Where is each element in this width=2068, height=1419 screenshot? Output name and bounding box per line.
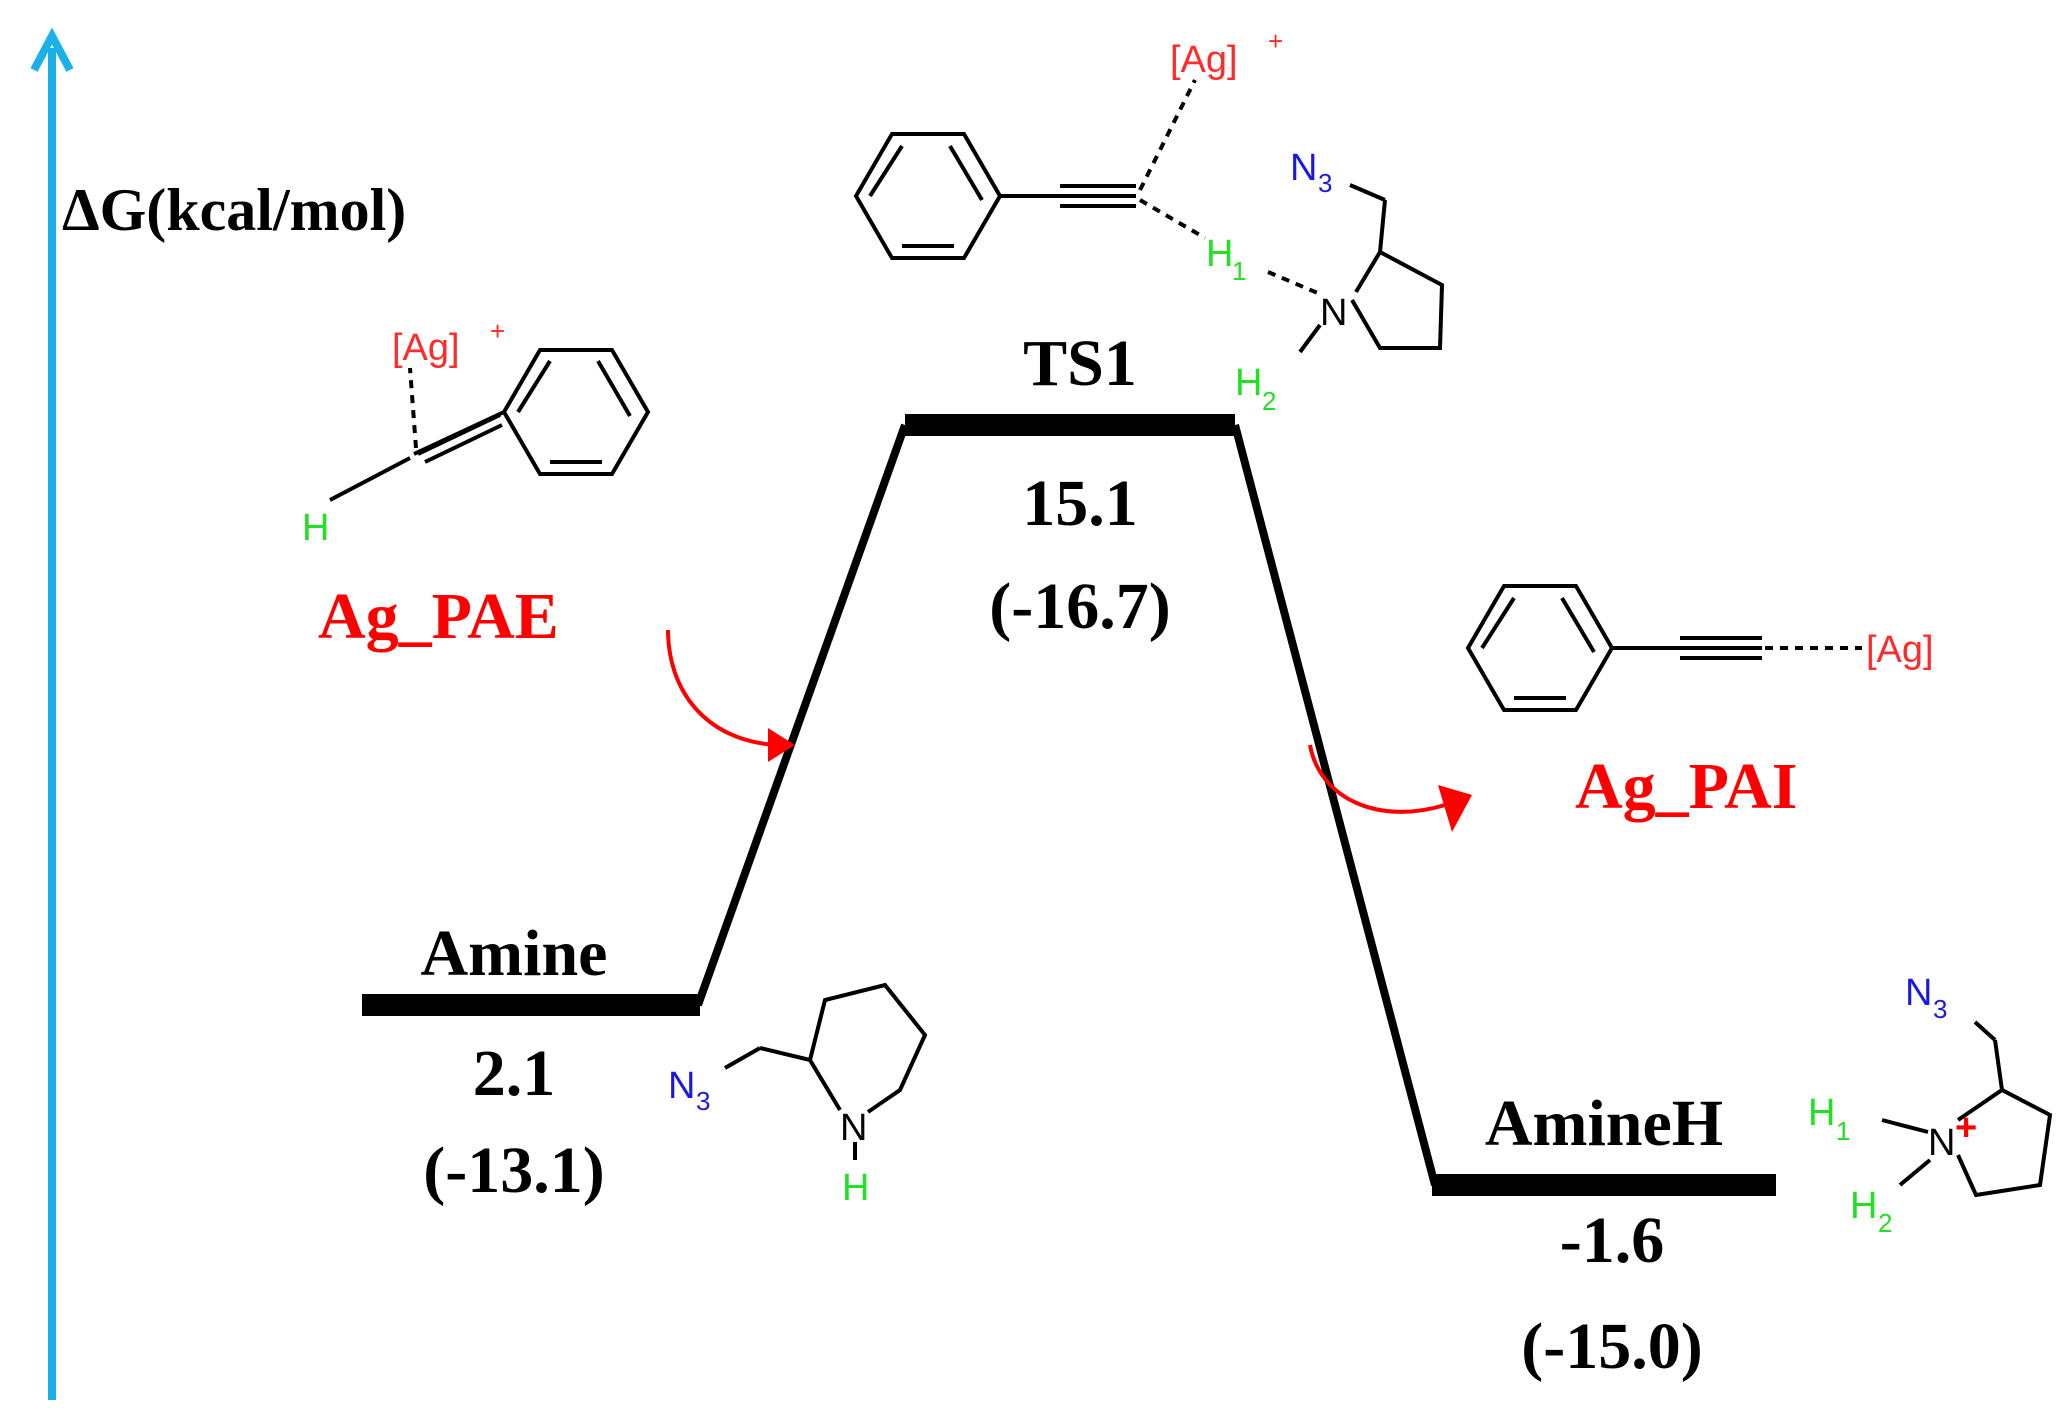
state-energy-ts1: 15.1 [1022,467,1138,540]
structure-ts1: [Ag] + H 1 N N 3 H 2 [853,26,1445,416]
state-name-amine: Amine [421,917,608,990]
atom-n3-sub: 3 [696,1086,710,1116]
c-h-interaction [1138,198,1207,240]
benzene-ring [1465,584,1615,712]
triple-bond [413,410,505,464]
atom-n3: N [1905,972,1932,1014]
state-alt-energy-ts1: (-16.7) [989,570,1170,643]
connector-amine-ts1 [694,423,909,1007]
state-alt-energy-amine: (-13.1) [423,1134,604,1207]
state-energy-amineh: -1.6 [1560,1204,1664,1277]
species-label-ag-pae: Ag_PAE [318,580,559,653]
atom-h2-sub: 2 [1878,1208,1892,1238]
species-label-ag-pai: Ag_PAI [1575,750,1797,823]
state-alt-energy-amineh: (-15.0) [1521,1310,1702,1383]
axis-title: ΔG(kcal/mol) [62,177,406,243]
atom-h2: H [1235,362,1262,404]
atom-h1: H [1206,233,1233,275]
atom-n: N [1928,1122,1955,1164]
atom-n: N [1320,292,1347,334]
structure-amineh: N + N 3 H 1 H 2 [1808,972,2053,1238]
connector-ts1-amineh [1231,423,1439,1187]
y-axis [30,27,74,1400]
atom-n3: N [1290,147,1317,189]
atom-n: N [840,1107,867,1149]
benzene-ring [853,132,1003,260]
atom-n3-sub: 3 [1318,168,1332,198]
pyrrolidine-ring [1298,183,1445,354]
triple-bond [1612,636,1762,660]
pyrrolidine-ring [1881,1020,2053,1198]
atom-ag-charge: + [1268,26,1283,56]
structure-ag-pai: [Ag] [1465,584,1934,712]
atom-n-charge: + [1955,1107,1977,1149]
c-h-bond [329,456,411,502]
structure-ag-pae: H [Ag] + [302,316,651,549]
structure-amine: N H N 3 [668,982,928,1209]
atom-h1-sub: 1 [1836,1116,1850,1146]
atom-ag: [Ag] [1866,629,1934,671]
state-energy-amine: 2.1 [473,1037,556,1110]
atom-h1: H [1808,1092,1835,1134]
state-name-amineh: AmineH [1485,1087,1723,1160]
pyrrolidine-ring [724,982,928,1160]
h-n-interaction [1267,270,1321,296]
atom-ag-cation: [Ag] [392,327,460,369]
curved-arrow-in [666,629,795,762]
atom-h2: H [1850,1185,1877,1227]
ag-interaction [408,367,418,449]
energy-path [362,414,1776,1196]
benzene-ring [501,348,651,476]
atom-n3: N [668,1065,695,1107]
atom-ag-cation: [Ag] [1170,39,1238,81]
ag-interaction [1138,79,1197,191]
curved-arrow-out [1308,744,1472,832]
atom-h: H [842,1167,869,1209]
atom-n3-sub: 3 [1933,994,1947,1024]
atom-h: H [302,507,329,549]
state-name-ts1: TS1 [1023,327,1137,400]
atom-ag-charge: + [490,316,505,346]
atom-h2-sub: 2 [1262,386,1276,416]
atom-h1-sub: 1 [1232,256,1246,286]
triple-bond [1000,184,1136,208]
